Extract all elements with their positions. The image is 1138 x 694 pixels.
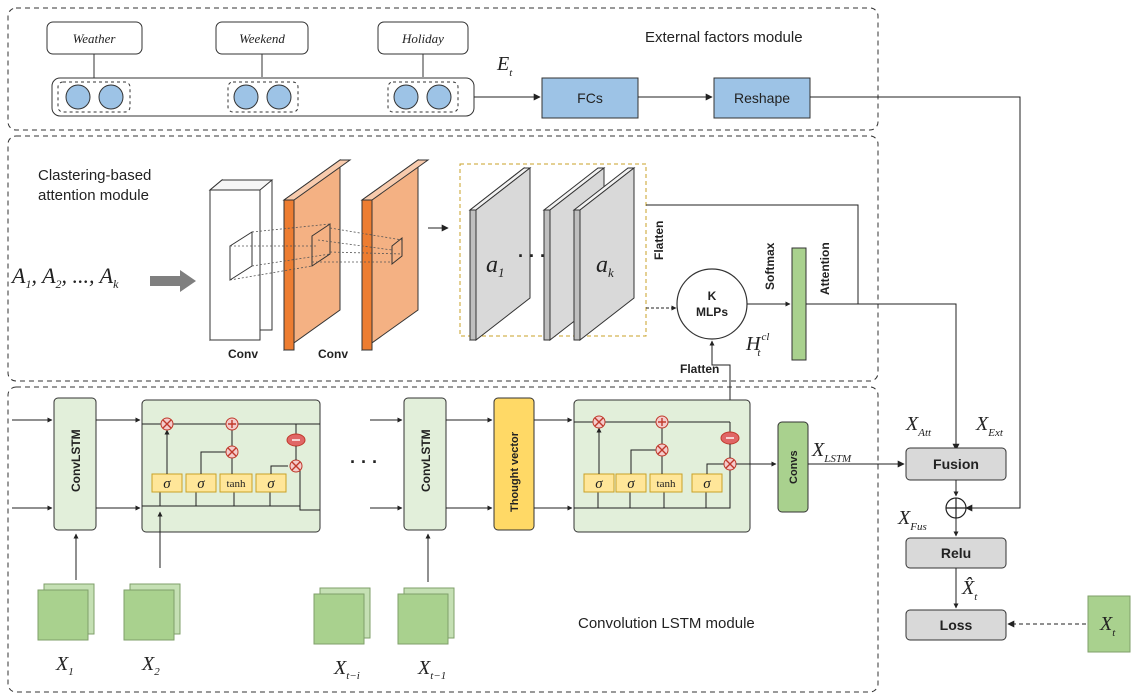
reshape-label: Reshape [734, 90, 790, 106]
k-mlps-label-2: MLPs [696, 305, 728, 319]
xt-label: Xt [1099, 613, 1116, 639]
thought-vector [493, 397, 535, 531]
attention-output-line [806, 303, 960, 451]
ak-label: ak [596, 252, 614, 280]
cluster-map-a1 [468, 166, 532, 342]
holiday-label: Holiday [401, 31, 444, 46]
lstm-module-frame [7, 386, 879, 693]
reshape-box [713, 77, 811, 119]
clustering-module-title-1: Clastering-based [38, 167, 151, 184]
cluster-dots: · · · [518, 246, 546, 266]
x-att-label: XAtt [905, 413, 932, 439]
input-arrow [150, 270, 196, 292]
lstm-dots: · · · [350, 452, 378, 472]
weather-label: Weather [73, 31, 117, 46]
embedding-e-label: Et [496, 53, 513, 79]
input-label-x1: X1 [55, 653, 74, 678]
loss-label: Loss [940, 617, 973, 633]
convs-box [777, 421, 809, 513]
gate-sigma: σ [163, 476, 171, 492]
gate-sigma: σ [627, 476, 635, 492]
input-square-x1 [37, 583, 95, 641]
conv-layer-input [208, 178, 274, 342]
lstm-module-title: Convolution LSTM module [578, 615, 755, 632]
weekend-label: Weekend [239, 31, 285, 46]
external-flow-line [810, 96, 1021, 512]
conv-label-2: Conv [318, 347, 348, 361]
flatten-bottom-label: Flatten [680, 362, 719, 376]
input-square-x2 [123, 583, 181, 641]
flatten-label: Flatten [652, 221, 666, 260]
attention-bar [791, 247, 807, 361]
embedding-node [233, 84, 259, 110]
gate-tanh: tanh [657, 478, 676, 490]
embedding-node [98, 84, 124, 110]
x-ext-label: XExt [975, 413, 1004, 439]
clustering-module-title-2: attention module [38, 187, 149, 204]
lstm-cell-detail-2: σ σ tanh σ [573, 399, 751, 533]
conv-layer-1 [282, 159, 352, 351]
fusion-label: Fusion [933, 456, 979, 472]
ground-truth-box [1087, 595, 1131, 653]
input-square-xt1 [397, 587, 455, 645]
convlstm-cell-2 [403, 397, 447, 531]
clustering-module-frame [7, 135, 879, 382]
relu-label: Relu [941, 545, 971, 561]
lstm-cell-detail-1: σ σ tanh σ [141, 399, 321, 533]
softmax-label: Softmax [763, 242, 777, 290]
external-module-frame [7, 7, 879, 131]
input-label-xt1: Xt−1 [417, 657, 446, 682]
loss-box [905, 609, 1007, 641]
gate-sigma: σ [595, 476, 603, 492]
gate-sigma: σ [267, 476, 275, 492]
a1-label: a1 [486, 252, 505, 280]
gate-sigma: σ [703, 476, 711, 492]
convlstm-cell-1 [53, 397, 97, 531]
input-label-x2: X2 [141, 653, 160, 678]
gate-tanh: tanh [227, 478, 246, 490]
x-lstm-label: XLSTM [811, 439, 852, 465]
embedding-node [393, 84, 419, 110]
embedding-node [266, 84, 292, 110]
gate-sigma: σ [197, 476, 205, 492]
x-fus-label: XFus [897, 507, 927, 533]
conv-layer-2 [360, 159, 430, 351]
xhat-label: X̂t [961, 576, 978, 603]
convs-label: Convs [788, 450, 800, 484]
embedding-node [426, 84, 452, 110]
attention-skip-line [646, 204, 859, 304]
input-square-xti [313, 587, 371, 645]
k-mlps-node [676, 268, 748, 340]
fcs-label: FCs [577, 90, 603, 106]
fcs-box [541, 77, 639, 119]
external-module-title: External factors module [645, 29, 803, 46]
receptive-field-lines [229, 223, 403, 281]
embedding-node [65, 84, 91, 110]
convlstm-label-2: ConvLSTM [419, 429, 433, 492]
cluster-map-ak [572, 166, 636, 342]
attention-label: Attention [818, 242, 832, 295]
k-mlps-label-1: K [708, 289, 717, 303]
conv-label-1: Conv [228, 347, 258, 361]
input-a-label: A1, A2, ..., Ak [10, 263, 119, 291]
thought-vector-label: Thought vector [509, 431, 521, 512]
input-label-xti: Xt−i [333, 657, 360, 682]
convlstm-label-1: ConvLSTM [69, 429, 83, 492]
